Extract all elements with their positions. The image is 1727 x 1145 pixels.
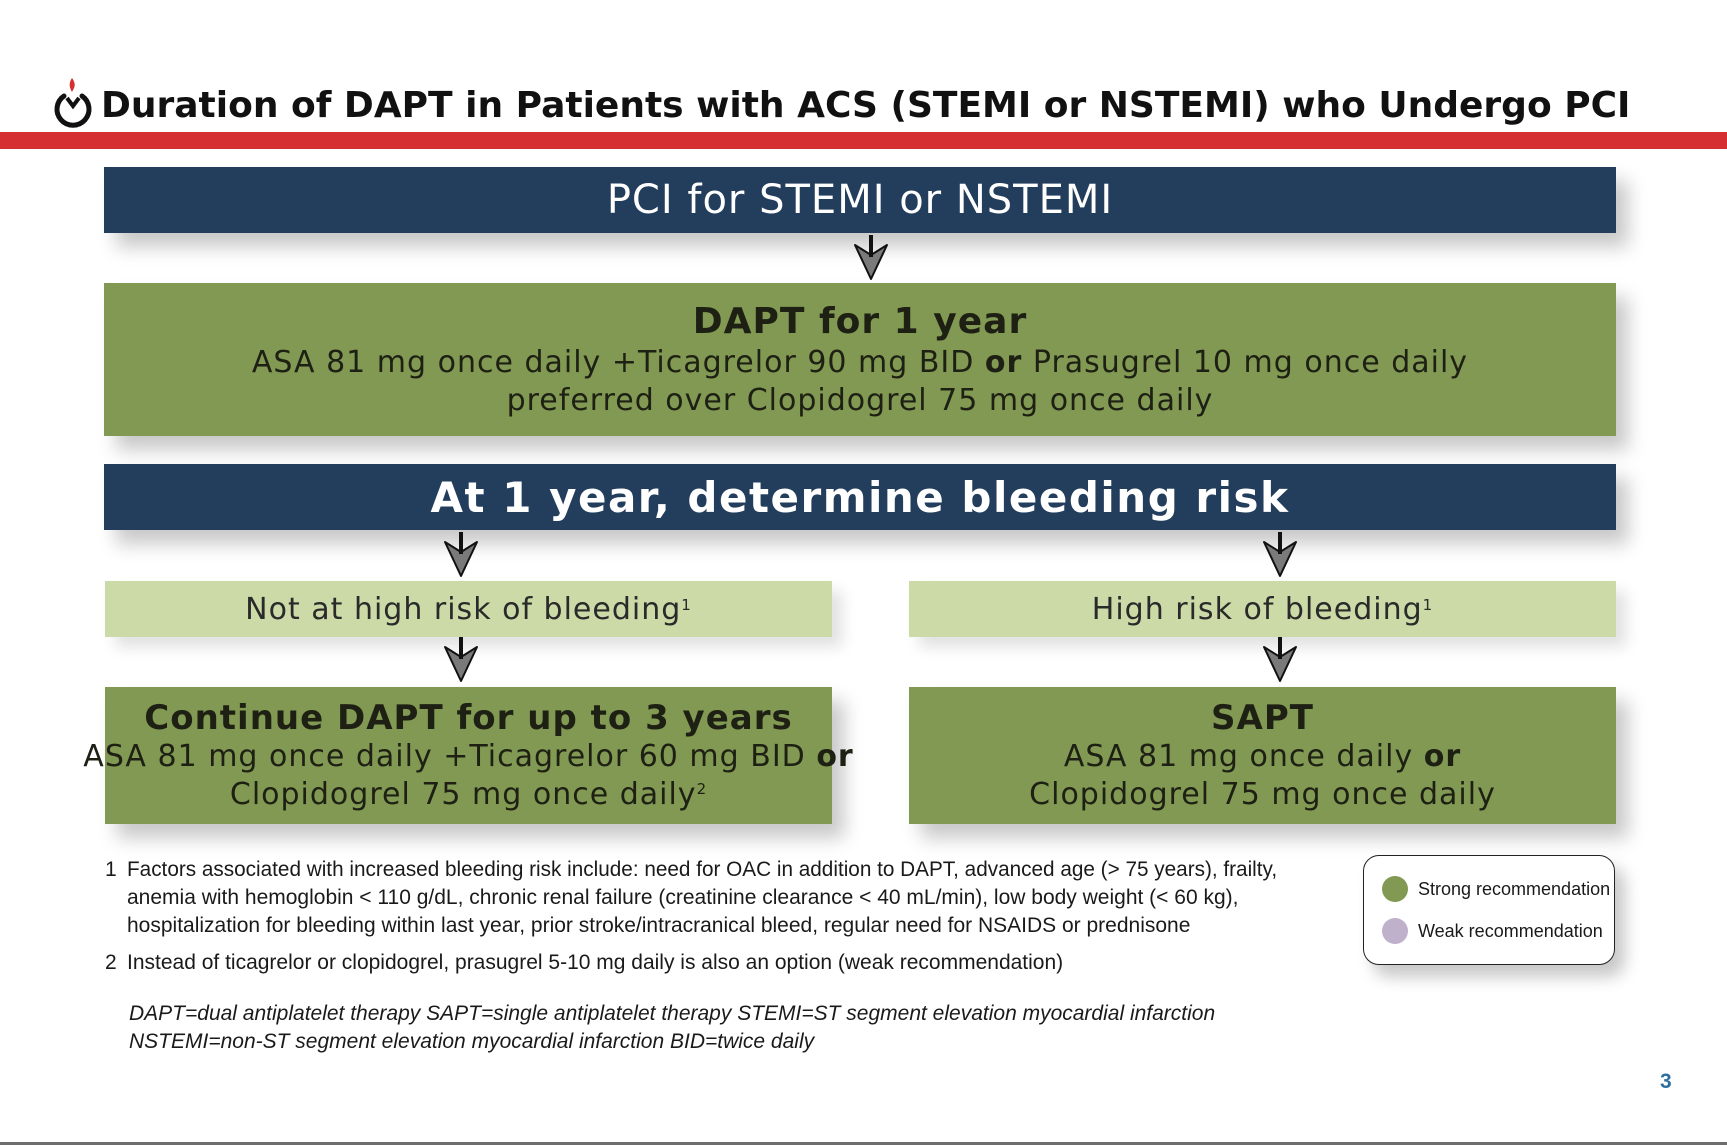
continue-dapt-line1: ASA 81 mg once daily +Ticagrelor 60 mg B… (83, 738, 854, 774)
footnote-1-text: Factors associated with increased bleedi… (127, 858, 1278, 937)
heart-flame-logo-icon (50, 76, 96, 130)
pci-step-label: PCI for STEMI or NSTEMI (606, 177, 1114, 223)
page-number: 3 (1660, 1070, 1672, 1093)
legend-item-strong: Strong recommendation (1382, 876, 1610, 902)
dapt-one-year-title: DAPT for 1 year (692, 300, 1028, 342)
not-high-risk-label: Not at high risk of bleeding1 (245, 591, 692, 627)
sapt-line2: Clopidogrel 75 mg once daily (1029, 776, 1496, 812)
header-divider (0, 132, 1727, 149)
page-title: Duration of DAPT in Patients with ACS (S… (101, 85, 1631, 126)
bottom-divider (0, 1142, 1727, 1145)
strong-recommendation-dot-icon (1382, 876, 1408, 902)
weak-recommendation-dot-icon (1382, 918, 1408, 944)
arrow-down-icon (854, 235, 888, 280)
legend-item-weak: Weak recommendation (1382, 918, 1603, 944)
not-high-risk-box: Not at high risk of bleeding1 (105, 581, 832, 637)
dapt-one-year-line2: preferred over Clopidogrel 75 mg once da… (506, 382, 1214, 418)
arrow-down-icon (1263, 637, 1297, 682)
bleeding-risk-step-label: At 1 year, determine bleeding risk (430, 472, 1290, 522)
footnote-2-text: Instead of ticagrelor or clopidogrel, pr… (127, 951, 1064, 974)
arrow-down-icon (1263, 532, 1297, 577)
dapt-one-year-box: DAPT for 1 year ASA 81 mg once daily +Ti… (104, 283, 1616, 436)
dapt-one-year-line1: ASA 81 mg once daily +Ticagrelor 90 mg B… (251, 344, 1469, 380)
sapt-box: SAPT ASA 81 mg once daily or Clopidogrel… (909, 687, 1616, 824)
footnote-1: 1 Factors associated with increased blee… (105, 856, 1285, 946)
continue-dapt-box: Continue DAPT for up to 3 years ASA 81 m… (83, 687, 853, 824)
sapt-line1: ASA 81 mg once daily or (1063, 738, 1462, 774)
footnote-number: 2 (105, 951, 117, 974)
arrow-down-icon (444, 637, 478, 682)
footnote-2: 2 Instead of ticagrelor or clopidogrel, … (105, 949, 1285, 979)
continue-dapt-line2: Clopidogrel 75 mg once daily2 (229, 776, 708, 812)
arrow-down-icon (444, 532, 478, 577)
recommendation-legend: Strong recommendation Weak recommendatio… (1363, 855, 1615, 965)
continue-dapt-title: Continue DAPT for up to 3 years (144, 697, 793, 738)
abbreviations: DAPT=dual antiplatelet therapy SAPT=sing… (129, 1002, 1216, 1053)
footnote-number: 1 (105, 858, 117, 881)
sapt-title: SAPT (1211, 697, 1314, 738)
high-risk-label: High risk of bleeding1 (1091, 591, 1434, 627)
pci-step-box: PCI for STEMI or NSTEMI (104, 167, 1616, 233)
bleeding-risk-step-box: At 1 year, determine bleeding risk (104, 464, 1616, 530)
high-risk-box: High risk of bleeding1 (909, 581, 1616, 637)
